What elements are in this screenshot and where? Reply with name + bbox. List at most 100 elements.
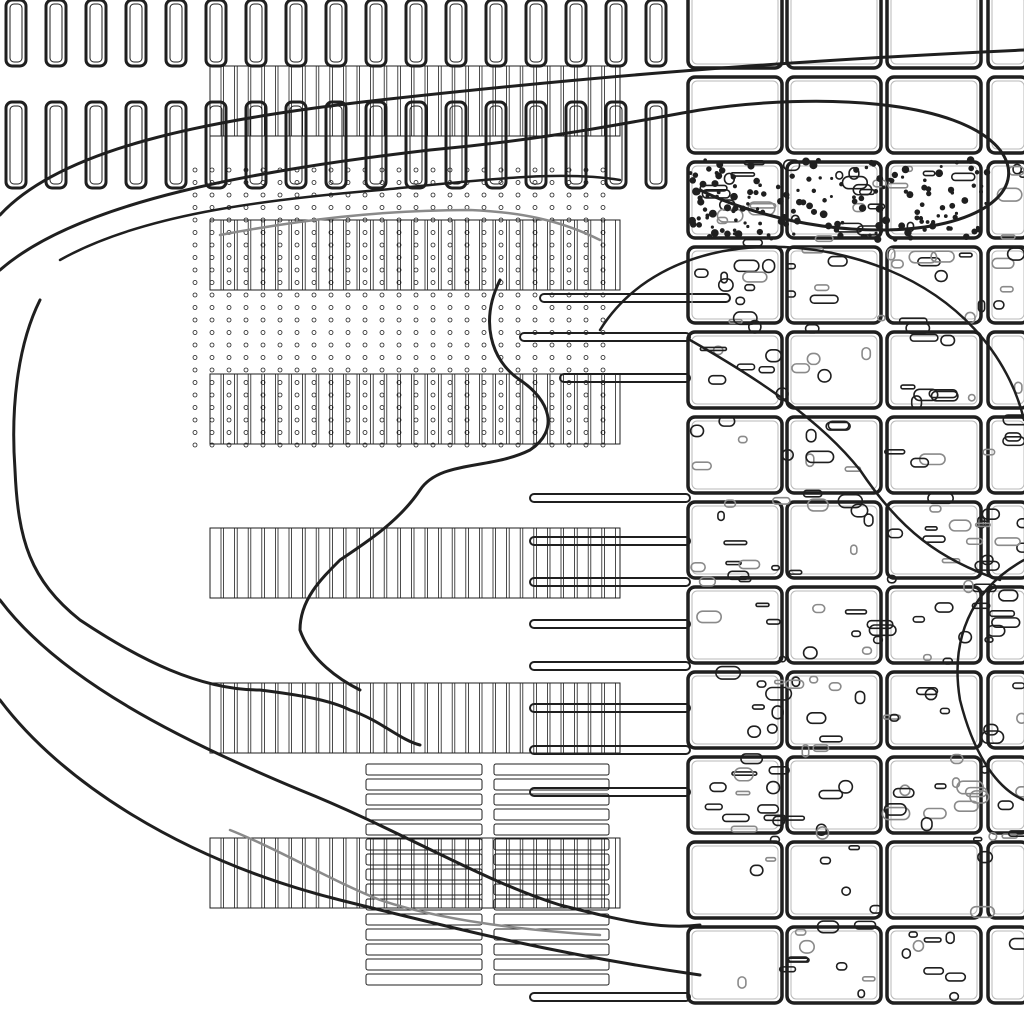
strip [223,837,236,909]
speckle-dot [783,191,790,198]
grid-dot [396,442,402,448]
strip [250,682,263,754]
speckle-dot [876,175,884,183]
texture-mark [1006,247,1024,261]
grid-dot [447,380,453,385]
grid-tile-inner [991,760,1024,830]
grid-dot [481,230,487,235]
pill-outline [84,100,108,190]
pill-inner [169,105,183,185]
grid-dot [294,267,300,273]
strip [345,682,358,754]
texture-mark [892,787,915,799]
grid-dot [600,267,606,273]
texture-mark [791,676,801,688]
tile-texture-marks [688,156,1024,1002]
grid-dot [192,280,198,285]
horizontal-bar [493,808,610,821]
texture-mark [781,449,794,461]
speckle-dot [734,230,743,238]
grid-tile [986,0,1024,70]
strip [236,373,249,445]
speckle-dot [984,201,988,205]
speckle-dot [732,184,738,189]
strip [209,837,222,909]
grid-dot [328,167,334,173]
speckle-dot [756,228,763,236]
grid-dot [260,192,266,198]
strip [236,837,249,909]
texture-mark [984,636,994,643]
pill-outline [44,0,68,68]
speckle-dot [801,157,810,166]
grid-dot [549,280,555,285]
speckle-dot [858,204,867,212]
grid-dot [379,230,385,235]
speckle-dot [919,202,925,208]
grid-dot [243,280,249,285]
pill-inner [609,105,623,185]
speckle-dot [697,195,703,201]
grid-tile [885,925,983,1005]
grid-dot [345,342,351,348]
grid-dot [515,442,521,448]
texture-mark [727,570,750,581]
texture-mark [982,448,996,456]
texture-mark [837,493,864,509]
grid-dot [600,317,606,323]
texture-mark [827,420,850,431]
grid-dot [447,392,453,398]
grid-dot [345,167,351,173]
speckle-dot [710,225,714,229]
grid-dot [515,405,521,410]
strip [440,682,453,754]
grid-tile-inner [790,930,878,1000]
grid-dot [243,330,249,335]
grid-dot [600,392,606,398]
grid-dot [430,367,436,373]
texture-mark [915,687,939,696]
grid-dot [192,355,198,360]
grid-dot [192,305,198,310]
texture-mark [948,519,972,532]
grid-dot [328,417,334,423]
pill-outline [164,0,188,68]
grid-dot [379,305,385,310]
strip [291,65,304,137]
grid-dot [209,280,215,285]
strip [291,219,304,291]
speckle-dot [860,234,867,240]
grid-dot [515,205,521,210]
grid-dot [515,192,521,198]
grid-dot [226,380,232,385]
grid-dot [243,255,249,260]
speckle-dot [806,202,813,210]
grid-dot [464,267,470,273]
pill-outline [244,100,268,190]
pill-outline [524,100,548,190]
grid-dot [192,380,198,385]
speckle-dot [853,166,860,173]
grid-dot [209,230,215,235]
texture-mark [883,449,906,455]
texture-mark [890,259,905,269]
grid-tile-inner [890,845,978,915]
strip [372,837,385,909]
pill-inner [169,3,183,63]
grid-dot [481,380,487,385]
grid-dot [226,342,232,348]
grid-dot [600,405,606,410]
texture-mark [805,453,815,468]
strip [263,65,276,137]
grid-dot [549,430,555,435]
grid-dot [294,355,300,360]
grid-dot [396,217,402,223]
speckle-dot [790,208,796,214]
grid-dot [583,317,589,323]
texture-mark [900,384,916,390]
speckle-dot [891,171,899,179]
speckle-dot [921,184,928,191]
grid-dot [362,167,368,173]
texture-mark [930,250,955,263]
grid-dot [345,430,351,435]
